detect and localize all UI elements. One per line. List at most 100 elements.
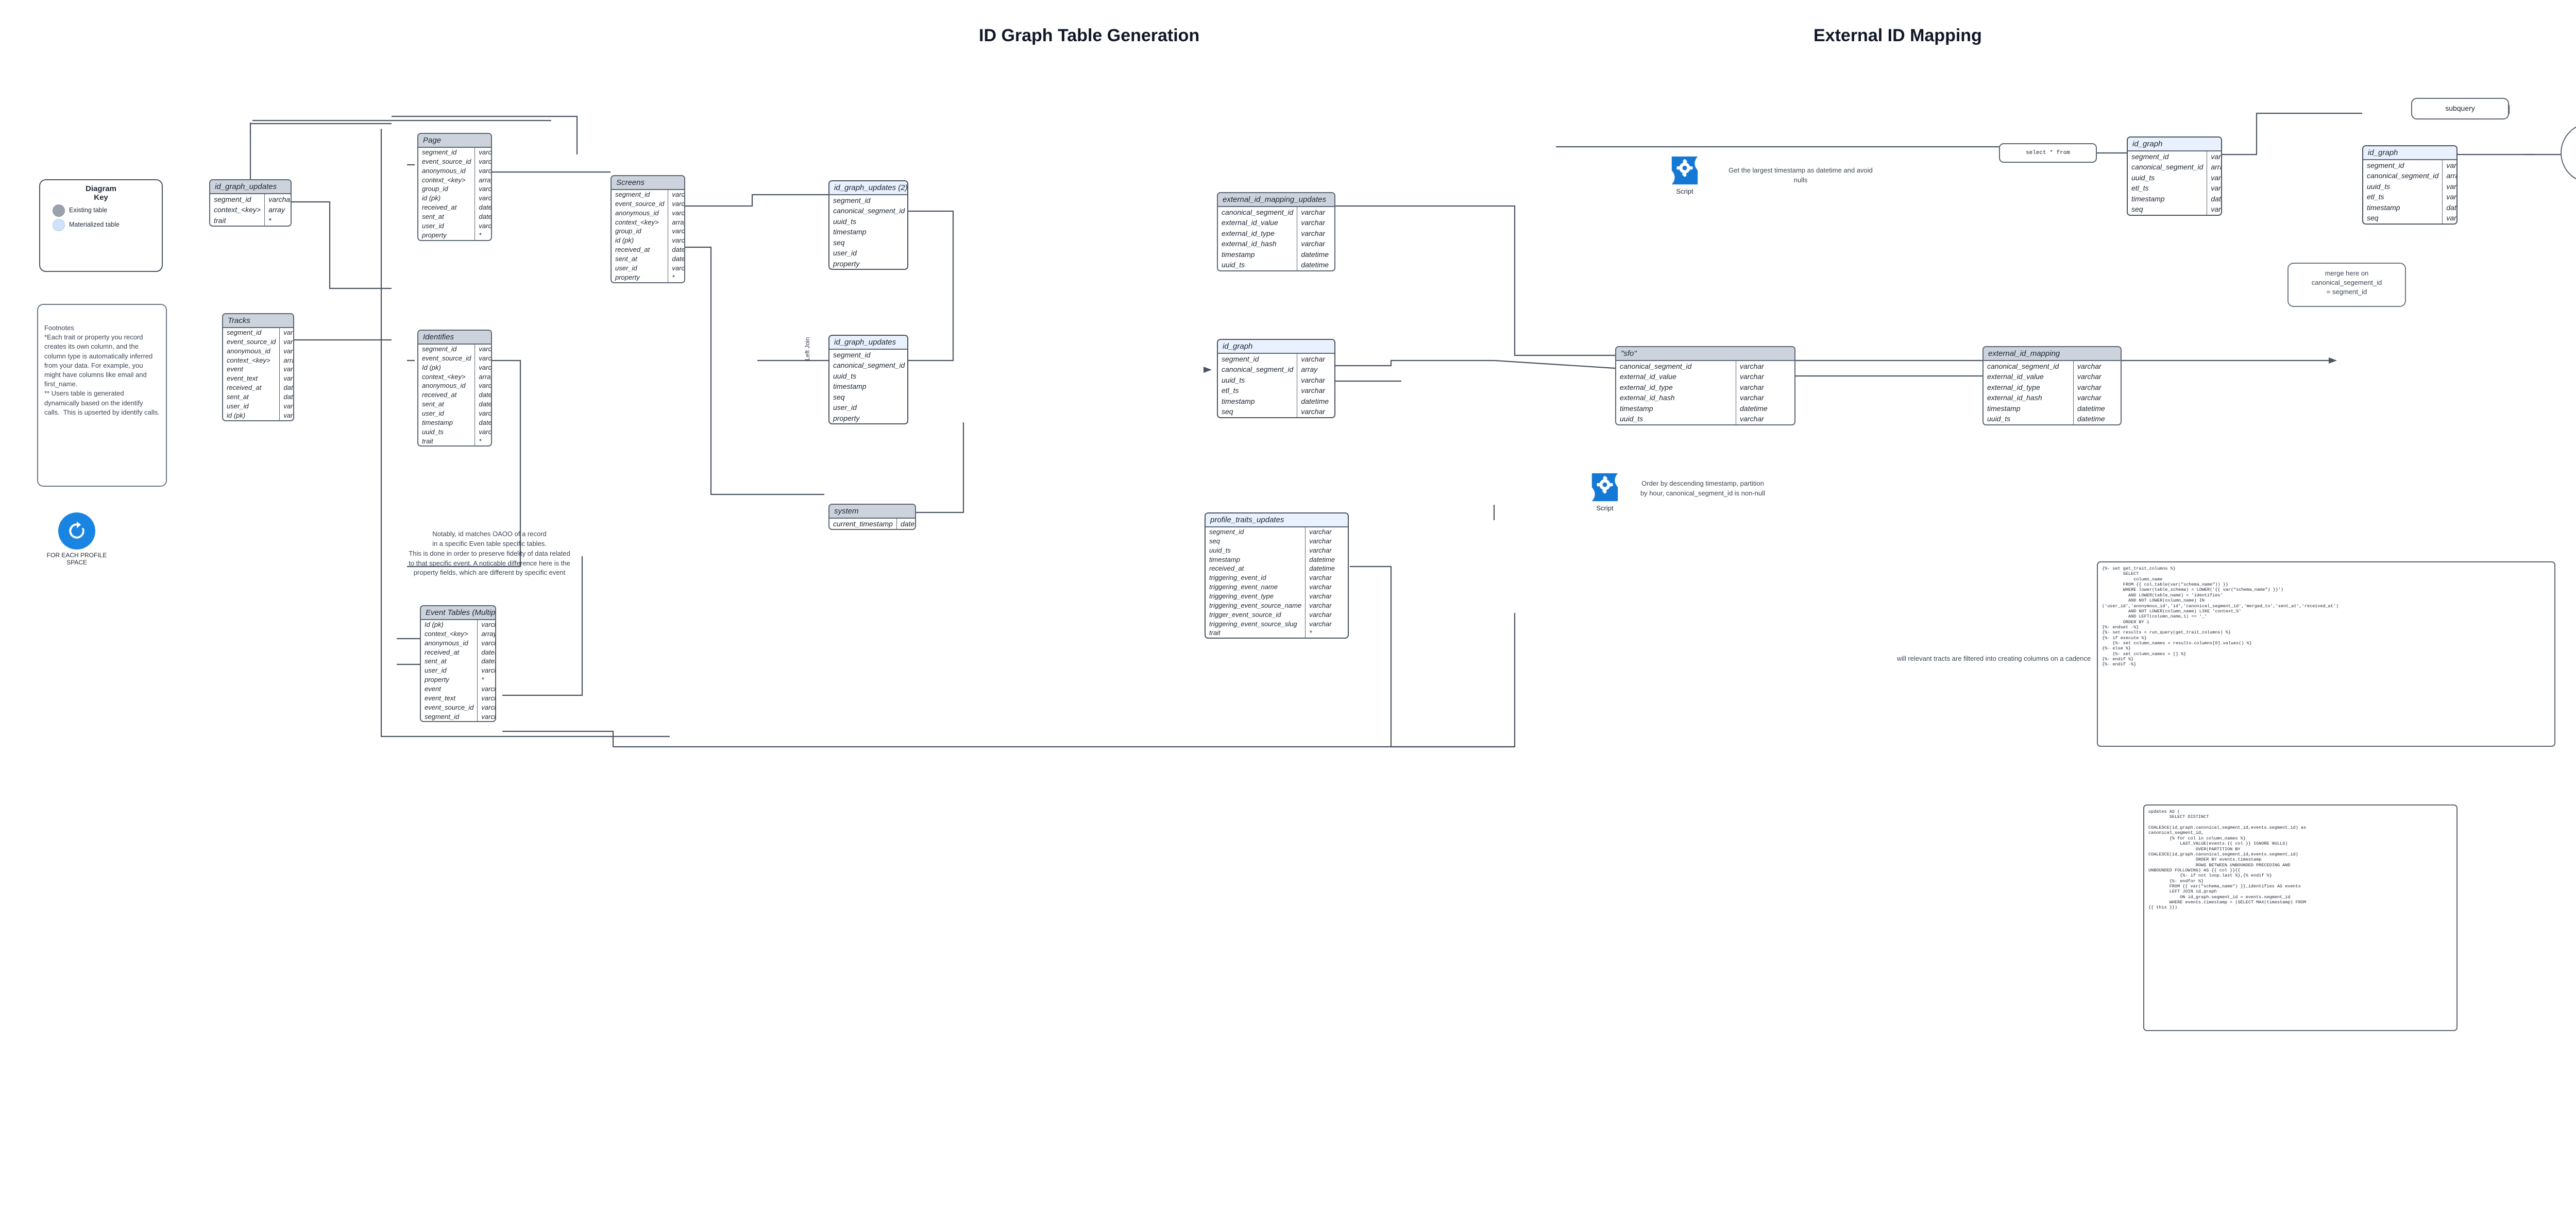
column-name: property [418, 230, 476, 240]
er-table-row: event_textvarchar [421, 693, 495, 703]
er-table-row: Id (pk)varchar [418, 363, 492, 372]
column-name: etl_ts [2363, 192, 2443, 202]
column-name: seq [2128, 204, 2208, 215]
script-bottom[interactable]: Script [1577, 471, 1633, 512]
column-name: canonical_segment_id [1218, 207, 1298, 218]
existing-table-label: Existing table [69, 207, 108, 214]
column-type: datetime [481, 648, 496, 656]
er-table-event_tables[interactable]: Event Tables (Multiple)Id (pk)varcharcon… [420, 605, 496, 723]
column-name: external_id_hash [1218, 238, 1298, 249]
column-name: sent_at [418, 400, 476, 409]
column-type: varchar [1301, 386, 1326, 395]
column-name: segment_id [421, 712, 478, 722]
column-name: received_at [223, 383, 280, 393]
column-type: varchar [2446, 182, 2456, 191]
column-type: * [1309, 629, 1312, 637]
column-type: varchar [283, 365, 293, 373]
er-table-page[interactable]: Pagesegment_idvarcharevent_source_idvarc… [417, 133, 492, 241]
column-type: datetime [481, 657, 496, 665]
column-type: varchar [283, 347, 293, 355]
column-type: varchar [1740, 372, 1764, 381]
column-name: segment_id [1206, 527, 1306, 537]
column-type: varchar [1301, 239, 1326, 248]
column-type: datetime [2077, 415, 2105, 423]
column-type: array [479, 372, 491, 381]
column-type: datetime [672, 246, 685, 254]
python-traits-code-block: {%- set get_trait_columns %} SELECT colu… [2097, 561, 2555, 747]
er-table-tracks[interactable]: Trackssegment_idvarcharevent_source_idva… [222, 313, 294, 421]
er-table-identifies[interactable]: Identifiessegment_idvarcharevent_source_… [417, 330, 492, 447]
er-table-row: seqdatetime [829, 237, 907, 248]
column-name: timestamp [2363, 202, 2443, 213]
column-type: array [283, 356, 293, 364]
column-name: event [223, 365, 280, 374]
column-name: event_source_id [223, 337, 280, 347]
column-name: trait [1206, 628, 1306, 638]
er-table-screens[interactable]: Screenssegment_idvarcharevent_source_idv… [611, 175, 685, 283]
column-type: datetime [1309, 555, 1335, 563]
section-title-external-id-mapping: External ID Mapping [1814, 26, 1982, 45]
column-name: triggering_event_source_name [1206, 601, 1306, 610]
er-table-id_graph_panel_a[interactable]: id_graphsegment_idvarcharcanonical_segme… [2127, 136, 2222, 216]
column-type: array [479, 176, 491, 184]
script-top[interactable]: Script [1656, 155, 1713, 195]
er-table-id_graph_panel_b[interactable]: id_graphsegment_idvarcharcanonical_segme… [2362, 145, 2458, 225]
column-name: canonical_segment_id [1984, 361, 2074, 372]
er-table-title: id_graph_updates [210, 180, 291, 194]
column-type: datetime [479, 400, 492, 408]
column-name: seq [829, 237, 907, 248]
column-name: user_id [612, 263, 669, 273]
er-table-row: property* [418, 230, 491, 240]
column-type: varchar [481, 685, 495, 693]
er-table-row: id (pk)varchar [223, 410, 293, 420]
identifies-note: Notably, id matches OAOO of a record in … [409, 530, 570, 577]
column-type: varchar [479, 185, 492, 193]
er-table-title: id_graph [2128, 138, 2221, 151]
column-type: array [672, 218, 684, 226]
column-type: varchar [479, 194, 492, 202]
column-name: event_text [223, 374, 280, 384]
column-name: sent_at [612, 254, 669, 264]
er-table-id_graph_updates_2[interactable]: id_graph_updates (2)segment_idvarcharcan… [828, 180, 908, 270]
er-table-title: "sfo" [1616, 347, 1794, 361]
column-type: varchar [481, 621, 495, 628]
column-type: varchar [672, 199, 685, 208]
column-type: varchar [479, 363, 492, 371]
column-name: etl_ts [1218, 385, 1298, 396]
column-type: varchar [479, 354, 492, 362]
column-type: datetime [900, 520, 915, 528]
union-node: Union [2561, 123, 2576, 183]
er-table-row: seqdatetime [829, 391, 907, 403]
column-type: datetime [479, 391, 492, 399]
column-name: anonymous_id [418, 166, 476, 176]
er-table-id_graph_updates_3[interactable]: id_graph_updatessegment_idvarcharcanonic… [828, 335, 908, 425]
merge-here-note: merge here on canonical_segement_id = se… [2287, 263, 2406, 307]
column-type: datetime [1301, 250, 1329, 259]
